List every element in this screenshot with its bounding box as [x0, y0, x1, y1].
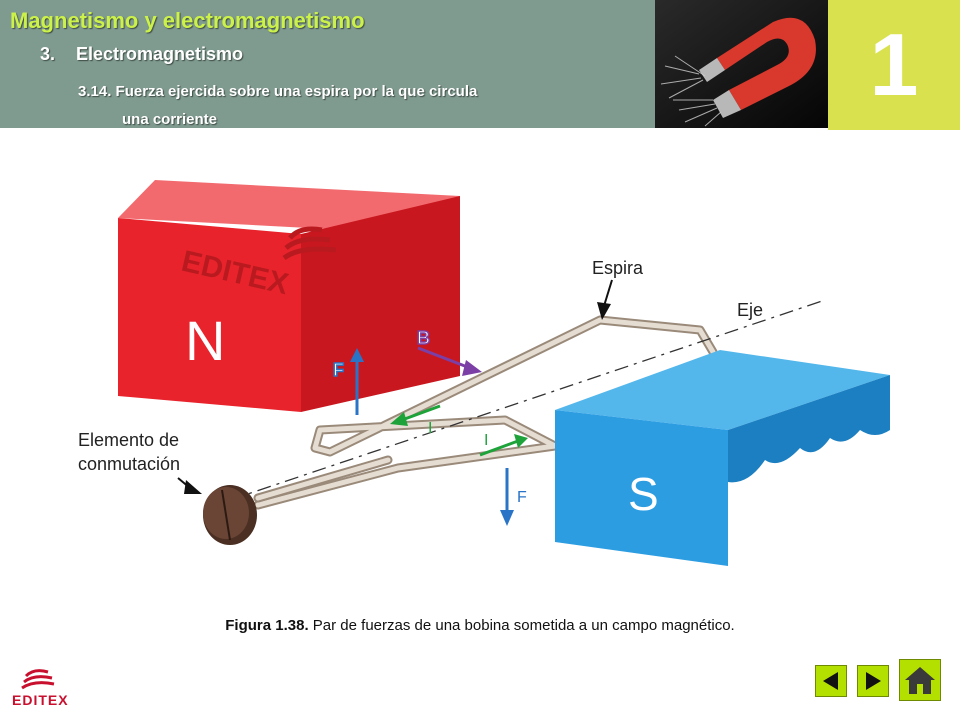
home-button[interactable] — [899, 659, 941, 701]
section-title: Electromagnetismo — [76, 44, 244, 64]
section-heading: 3. Electromagnetismo — [40, 44, 243, 65]
current-arrow-top — [390, 404, 441, 426]
axis-label: Eje — [737, 300, 763, 320]
header-bar: Magnetismo y electromagnetismo 3. Electro… — [0, 0, 655, 128]
editex-logo-icon — [282, 226, 337, 261]
rotation-axis — [229, 299, 826, 501]
magnetic-field-label: B — [417, 328, 430, 348]
force-label-up: F — [333, 360, 344, 380]
subsection-line-1: 3.14. Fuerza ejercida sobre una espira p… — [78, 83, 478, 100]
coil-loop — [253, 315, 718, 510]
horseshoe-magnet-image — [655, 0, 828, 128]
section-number: 3. — [40, 44, 56, 64]
caption-figure-number: Figura 1.38. — [225, 617, 309, 634]
current-label-top: I — [428, 420, 432, 437]
south-pole-label: S — [628, 468, 659, 520]
magnet-photo — [655, 0, 828, 128]
loop-label: Espira — [592, 258, 644, 278]
loop-pointer-arrow — [597, 279, 613, 320]
current-label-bottom: I — [484, 432, 488, 449]
south-pole-magnet: S — [555, 350, 890, 566]
force-arrow-up — [350, 348, 364, 415]
triangle-right-icon — [866, 672, 881, 690]
north-pole-label: N — [185, 309, 225, 372]
current-arrow-bottom — [479, 434, 528, 457]
chapter-number: 1 — [828, 0, 960, 130]
previous-slide-button[interactable] — [815, 665, 847, 697]
triangle-left-icon — [823, 672, 838, 690]
subsection-line-2: una corriente — [122, 111, 218, 128]
force-arrow-down — [500, 468, 514, 526]
editex-logo-icon — [21, 669, 55, 690]
switch-label-line-2: conmutación — [78, 454, 180, 474]
subsection-heading: 3.14. Fuerza ejercida sobre una espira p… — [78, 78, 638, 134]
loop-force-diagram: N EDITEX S F F B — [78, 180, 890, 566]
page-title: Magnetismo y electromagnetismo — [10, 8, 365, 33]
home-icon — [905, 667, 935, 694]
switch-label-line-1: Elemento de — [78, 430, 179, 450]
footer-logo-text: EDITEX — [12, 692, 69, 708]
next-slide-button[interactable] — [857, 665, 889, 697]
magnetic-field-arrow — [417, 346, 482, 376]
north-pole-magnet: N EDITEX — [118, 180, 460, 412]
force-label-down: F — [517, 489, 527, 506]
caption-text: Par de fuerzas de una bobina sometida a … — [308, 617, 735, 634]
figure-caption: Figura 1.38. Par de fuerzas de una bobin… — [0, 617, 960, 634]
commutator-switch — [203, 485, 257, 545]
switch-pointer-arrow — [177, 477, 202, 494]
